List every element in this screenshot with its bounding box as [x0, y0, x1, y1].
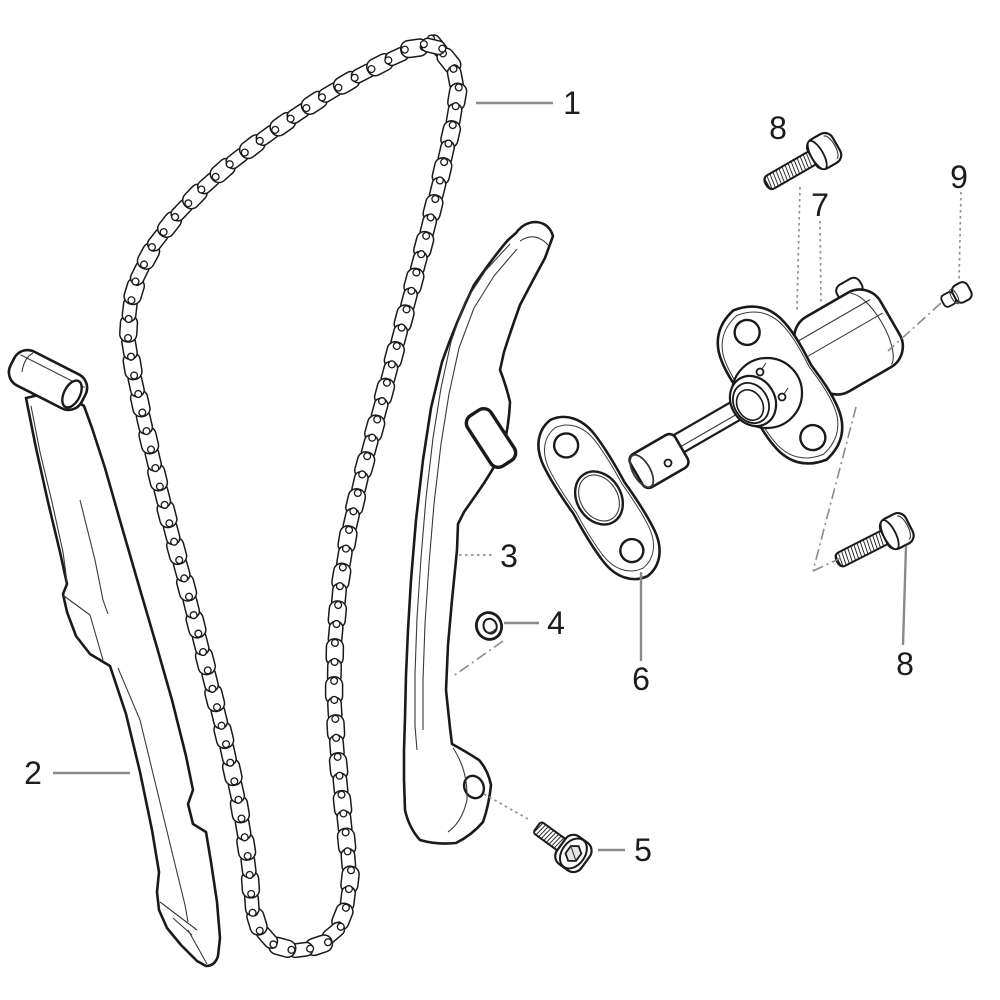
- axis-vertex-to-bolt8: [812, 557, 842, 572]
- part-small-screw: [940, 281, 973, 308]
- chain-link: [419, 37, 447, 56]
- callout-7: 7: [811, 187, 829, 223]
- tensioner-body-capline: [850, 292, 894, 365]
- plunger-cap-dot: [663, 458, 673, 468]
- plunger-cap-face: [629, 453, 655, 489]
- guide3-face-line: [414, 243, 511, 751]
- bolt5-shank: [533, 821, 568, 852]
- guide2-left-inner-line: [30, 405, 68, 583]
- guide2-ridge-line: [79, 499, 109, 615]
- guide3-foot-facet: [447, 747, 468, 833]
- tensioner-body-line2: [807, 312, 883, 357]
- callout-1: 1: [563, 85, 581, 121]
- callout-6: 6: [632, 661, 650, 697]
- gasket-center-port-inner: [578, 474, 620, 522]
- guide3-blade-outline: [402, 220, 555, 845]
- part-cam-chain: [119, 34, 468, 959]
- plunger-cap-outline: [628, 432, 690, 490]
- part-bolt-upper: [763, 131, 843, 191]
- leader-7: [819, 220, 822, 306]
- callout-8-upper: 8: [769, 110, 787, 146]
- plunger-rod-highlight: [669, 408, 747, 454]
- callout-labels: 1 2 3 4 5 6 7 8 8 9: [24, 85, 968, 868]
- guide3-foot-hole: [462, 774, 486, 800]
- tensioner-boss-dot-tail: [761, 362, 767, 370]
- assembly-axis-lines: [451, 302, 942, 820]
- gasket-inner-edge: [544, 424, 654, 572]
- gasket-bolt-hole-bottom: [619, 537, 645, 564]
- guide2-ridge-line2: [117, 667, 189, 923]
- tensioner-flange-inner-edge: [721, 311, 839, 459]
- screw9-collar: [949, 288, 960, 305]
- part-chain-guide-blade: [7, 348, 222, 968]
- tensioner-boss-dot2: [777, 392, 787, 402]
- plunger-end-cap: [628, 432, 690, 490]
- axis-washer-to-blade: [451, 640, 504, 678]
- gasket-center-port: [573, 470, 625, 526]
- tensioner-collar: [728, 374, 778, 428]
- callout-5: 5: [634, 832, 652, 868]
- part-bolt-lower: [834, 511, 915, 568]
- guide3-face-line2: [422, 248, 518, 730]
- part-socket-bolt: [533, 821, 593, 874]
- guide2-head-facet: [21, 352, 34, 373]
- guide2-lug-facet: [63, 595, 91, 616]
- guide2-head-endface: [61, 379, 83, 409]
- axis-foothole-to-bolt5: [483, 793, 529, 820]
- guide2-blade-outline: [24, 388, 222, 968]
- callout-4: 4: [547, 605, 565, 641]
- guide3-cap-line: [519, 236, 549, 246]
- washer-bore-shade: [486, 628, 496, 633]
- tensioner-boss-dot2-tail: [783, 387, 789, 395]
- washer-bore: [482, 617, 498, 635]
- chain-links: [119, 34, 468, 959]
- part-tensioner-assembly: [628, 276, 905, 490]
- leader-8-upper: [796, 186, 801, 311]
- guide2-foot-facet: [159, 901, 198, 931]
- axis-tensioner-to-vertex: [812, 406, 857, 572]
- callout-3: 3: [500, 538, 518, 574]
- bolt5-hex-edge: [570, 845, 577, 862]
- guide2-foot-facet3: [187, 929, 208, 965]
- part-gasket: [537, 415, 661, 581]
- tensioner-flange-hole-top: [733, 318, 761, 347]
- callout-2: 2: [24, 755, 42, 791]
- tensioner-body-line: [797, 299, 871, 342]
- part-washer: [474, 611, 504, 641]
- guide3-slot: [464, 406, 518, 470]
- tensioner-flange-hole-bottom: [799, 423, 827, 452]
- tensioner-boss-dot: [755, 367, 765, 377]
- leader-lines: [53, 101, 962, 852]
- leader-8-lower: [901, 545, 908, 646]
- guide2-lug-facet2: [89, 614, 104, 661]
- leader-9: [958, 191, 962, 282]
- collar-ring-inner: [735, 388, 765, 422]
- gasket-bolt-hole-top: [552, 432, 580, 459]
- part-tensioner-blade: [402, 220, 555, 845]
- callout-9: 9: [950, 159, 968, 195]
- callout-8-lower: 8: [896, 646, 914, 682]
- screw9-head: [951, 281, 973, 304]
